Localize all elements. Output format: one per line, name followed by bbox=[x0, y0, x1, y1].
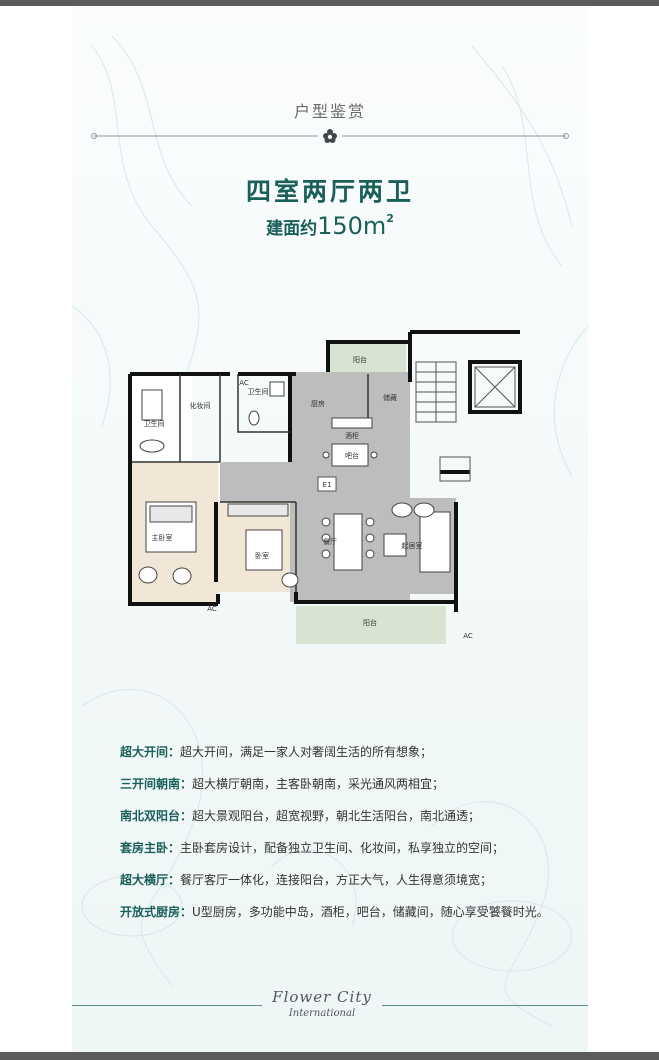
ac-label-top: AC bbox=[239, 379, 249, 387]
feature-text: 主卧套房设计，配备独立卫生间、化妆间，私享独立的空间； bbox=[180, 841, 505, 855]
walls bbox=[128, 330, 522, 612]
section-title: 户型鉴赏 bbox=[293, 102, 366, 121]
feature-label: 超大开间： bbox=[120, 745, 181, 759]
room-label-bathroom-master: 卫生间 bbox=[144, 419, 165, 428]
ornamental-divider bbox=[91, 129, 569, 143]
bottom-frame-bar bbox=[0, 1052, 659, 1060]
stair-core bbox=[415, 361, 516, 482]
furniture bbox=[138, 381, 451, 588]
feature-list: 超大开间：超大开间，满足一家人对奢阔生活的所有想象； 三开间朝南：超大横厅朝南，… bbox=[120, 744, 580, 936]
feature-text: 餐厅客厅一体化，连接阳台，方正大气，人生得意须境宽； bbox=[180, 873, 493, 887]
feature-label: 开放式厨房： bbox=[120, 905, 193, 919]
brand-logo-line2: International bbox=[288, 1008, 356, 1019]
feature-item: 超大开间：超大开间，满足一家人对奢阔生活的所有想象； bbox=[120, 744, 580, 776]
layout-title: 四室两厅两卫 bbox=[245, 177, 414, 206]
footer-line-left bbox=[72, 1005, 262, 1006]
room-label-storage: 储藏 bbox=[383, 393, 397, 402]
room-label-living: 起居室 bbox=[402, 541, 423, 550]
room-label-kitchen: 厨房 bbox=[311, 399, 325, 408]
area-unit-superscript: 2 bbox=[386, 212, 394, 225]
balcony-bottom-zone bbox=[296, 606, 446, 644]
feature-item: 三开间朝南：超大横厅朝南，主客卧朝南，采光通风两相宜； bbox=[120, 776, 580, 808]
floral-background-art bbox=[72, 35, 588, 1027]
content-panel: 户型鉴赏 四室两厅两卫 建面约150m2 bbox=[72, 6, 588, 1052]
room-label-balcony-bottom: 阳台 bbox=[363, 618, 377, 627]
room-label-balcony-top: 阳台 bbox=[353, 355, 367, 364]
feature-item: 南北双阳台：超大景观阳台，超宽视野，朝北生活阳台，南北通透； bbox=[120, 808, 580, 840]
room-label-dining: 餐厅 bbox=[323, 537, 337, 546]
brand-logo-line1: Flower City bbox=[272, 988, 372, 1006]
feature-item: 超大横厅：餐厅客厅一体化，连接阳台，方正大气，人生得意须境宽； bbox=[120, 872, 580, 904]
feature-text: 超大横厅朝南，主客卧朝南，采光通风两相宜； bbox=[192, 777, 445, 791]
footer-line-right bbox=[382, 1005, 588, 1006]
feature-label: 三开间朝南： bbox=[120, 777, 193, 791]
entrance-marker: E1 bbox=[323, 481, 332, 489]
feature-label: 套房主卧： bbox=[120, 841, 181, 855]
feature-text: 超大景观阳台，超宽视野，朝北生活阳台，南北通透； bbox=[192, 809, 481, 823]
feature-item: 套房主卧：主卧套房设计，配备独立卫生间、化妆间，私享独立的空间； bbox=[120, 840, 580, 872]
area-subtitle: 建面约150m2 bbox=[72, 212, 588, 240]
flower-ornament-icon bbox=[323, 129, 337, 143]
area-prefix: 建面约 bbox=[266, 219, 318, 239]
room-label-bedroom: 卧室 bbox=[255, 551, 269, 560]
room-label-dressing: 化妆间 bbox=[190, 401, 211, 410]
entrance-marker-box bbox=[317, 476, 337, 492]
feature-item: 开放式厨房：U型厨房，多功能中岛，酒柜，吧台，储藏间，随心享受饕餮时光。 bbox=[120, 904, 580, 936]
room-label-bar: 吧台 bbox=[345, 451, 359, 460]
area-number: 150m bbox=[317, 212, 387, 240]
room-label-wine-cabinet: 酒柜 bbox=[345, 431, 359, 440]
room-label-master-bedroom: 主卧室 bbox=[152, 533, 173, 542]
feature-text: 超大开间，满足一家人对奢阔生活的所有想象； bbox=[180, 745, 433, 759]
top-frame-bar bbox=[0, 0, 659, 6]
corridor-zone bbox=[220, 462, 300, 502]
ac-label-bottom-left: AC bbox=[207, 605, 217, 613]
room-label-bathroom-second: 卫生间 bbox=[248, 387, 269, 396]
feature-text: U型厨房，多功能中岛，酒柜，吧台，储藏间，随心享受饕餮时光。 bbox=[192, 905, 549, 919]
floor-plan: 阳台 卫生间 化妆间 卫生间 厨房 储藏 酒柜 吧台 主卧室 卧室 餐厅 起居室… bbox=[128, 330, 522, 644]
feature-label: 超大横厅： bbox=[120, 873, 181, 887]
balcony-top-zone bbox=[328, 342, 406, 372]
feature-label: 南北双阳台： bbox=[120, 809, 193, 823]
ac-label-bottom-right: AC bbox=[463, 632, 473, 640]
